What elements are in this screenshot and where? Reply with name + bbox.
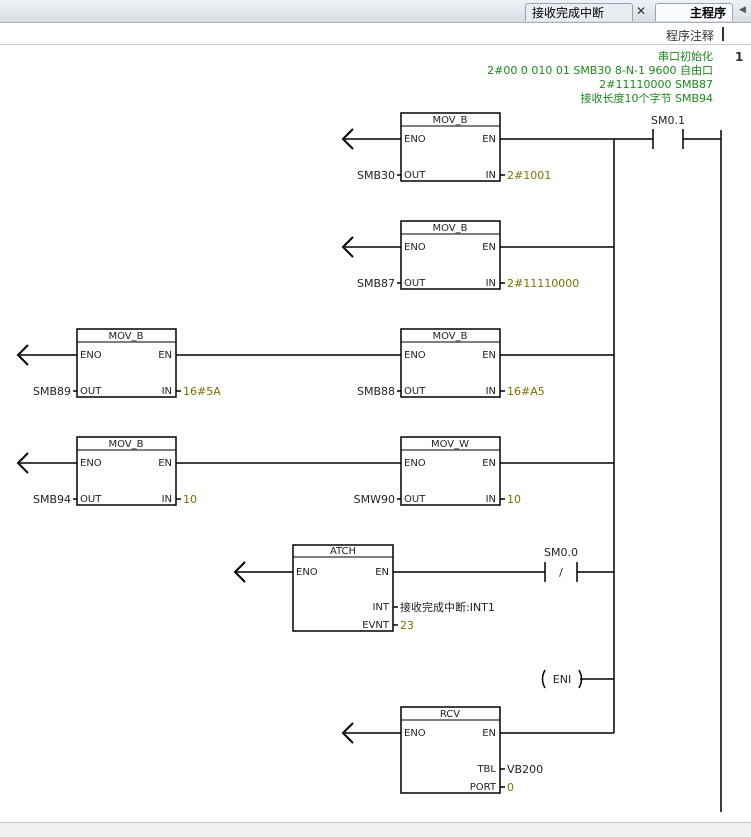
pin-eno: ENO xyxy=(404,350,426,361)
pin-eno: ENO xyxy=(80,350,102,361)
box-atch-int-operand[interactable]: 接收完成中断:INT1 xyxy=(400,600,495,614)
separator xyxy=(0,44,751,45)
eno-arrow-icon xyxy=(16,452,29,474)
box-atch-title: ATCH xyxy=(330,546,356,557)
editor-tab-bar: 接收完成中断 ✕ 主程序 ◀ xyxy=(0,0,751,23)
box-b1-in-operand[interactable]: 2#1001 xyxy=(507,169,551,182)
box-b2-title: MOV_B xyxy=(432,223,467,234)
contact-not-label: / xyxy=(559,566,563,579)
program-comment[interactable]: 程序注释 xyxy=(666,29,715,43)
pin-tbl: TBL xyxy=(476,764,496,775)
pin-out: OUT xyxy=(404,494,426,505)
pin-en: EN xyxy=(482,728,496,739)
close-icon[interactable]: ✕ xyxy=(636,4,647,18)
comment-divider xyxy=(722,27,724,41)
pin-en: EN xyxy=(158,350,172,361)
box-b3-out-operand[interactable]: SMB88 xyxy=(357,385,395,398)
pin-en: EN xyxy=(158,458,172,469)
eno-arrow-icon xyxy=(341,236,354,258)
comment-line: 2#00 0 010 01 SMB30 8-N-1 9600 自由口 xyxy=(487,64,713,77)
pin-out: OUT xyxy=(80,494,102,505)
box-b6 xyxy=(76,436,177,506)
network-number[interactable]: 1 xyxy=(735,50,744,64)
box-rcv-port-operand[interactable]: 0 xyxy=(507,781,514,794)
box-b4-out-operand[interactable]: SMB89 xyxy=(33,385,71,398)
pin-en: EN xyxy=(482,350,496,361)
pin-in: IN xyxy=(162,386,172,397)
pin-eno: ENO xyxy=(404,728,426,739)
box-b3-in-operand[interactable]: 16#A5 xyxy=(507,385,545,398)
coil-left xyxy=(541,669,546,689)
box-rcv-tbl-operand[interactable]: VB200 xyxy=(507,763,543,776)
box-b4-in-operand[interactable]: 16#5A xyxy=(183,385,221,398)
pin-en: EN xyxy=(482,458,496,469)
box-atch-evnt-operand[interactable]: 23 xyxy=(400,619,414,632)
coil-right xyxy=(578,669,583,689)
pin-in: IN xyxy=(486,170,496,181)
tab-main-program[interactable]: 主程序 xyxy=(655,3,733,21)
pin-in: IN xyxy=(486,386,496,397)
box-atch xyxy=(292,544,394,632)
pin-out: OUT xyxy=(404,170,426,181)
box-b5 xyxy=(400,436,501,506)
box-rcv xyxy=(400,706,501,794)
box-b4 xyxy=(76,328,177,398)
coil-eni-label[interactable]: ENI xyxy=(553,673,571,686)
pin-en: EN xyxy=(375,567,389,578)
box-b1-title: MOV_B xyxy=(432,115,467,126)
box-b2 xyxy=(400,220,501,290)
horizontal-scrollbar[interactable] xyxy=(0,822,751,837)
pin-eno: ENO xyxy=(404,458,426,469)
box-b3-title: MOV_B xyxy=(432,331,467,342)
pin-evnt: EVNT xyxy=(362,620,390,631)
pin-out: OUT xyxy=(404,386,426,397)
box-b5-in-operand[interactable]: 10 xyxy=(507,493,521,506)
pin-eno: ENO xyxy=(80,458,102,469)
tab-label: 接收完成中断 xyxy=(532,6,605,20)
box-b4-title: MOV_B xyxy=(108,331,143,342)
box-b5-out-operand[interactable]: SMW90 xyxy=(354,493,395,506)
tab-label: 主程序 xyxy=(689,6,726,20)
box-rcv-title: RCV xyxy=(440,709,460,720)
eno-arrow-icon xyxy=(16,344,29,366)
pin-in: IN xyxy=(486,278,496,289)
box-b1-out-operand[interactable]: SMB30 xyxy=(357,169,395,182)
pin-out: OUT xyxy=(80,386,102,397)
eno-arrow-icon xyxy=(233,561,246,583)
pin-out: OUT xyxy=(404,278,426,289)
box-b5-title: MOV_W xyxy=(431,439,469,450)
box-b6-out-operand[interactable]: SMB94 xyxy=(33,493,71,506)
pin-eno: ENO xyxy=(404,242,426,253)
eno-arrow-icon xyxy=(341,128,354,150)
pin-eno: ENO xyxy=(404,134,426,145)
pin-eno: ENO xyxy=(296,567,318,578)
pin-in: IN xyxy=(486,494,496,505)
pin-int: INT xyxy=(372,602,389,613)
eno-arrow-icon xyxy=(341,722,354,744)
contact-sm00-label[interactable]: SM0.0 xyxy=(544,546,578,559)
box-b3 xyxy=(400,328,501,398)
box-b1 xyxy=(400,112,501,182)
pin-en: EN xyxy=(482,134,496,145)
box-b2-in-operand[interactable]: 2#11110000 xyxy=(507,277,579,290)
pin-en: EN xyxy=(482,242,496,253)
box-b2-out-operand[interactable]: SMB87 xyxy=(357,277,395,290)
network-comment[interactable]: 串口初始化 2#00 0 010 01 SMB30 8-N-1 9600 自由口… xyxy=(487,50,713,106)
comment-line: 2#11110000 SMB87 xyxy=(599,78,713,91)
contact-sm01-label[interactable]: SM0.1 xyxy=(651,114,685,127)
pin-in: IN xyxy=(162,494,172,505)
box-b6-title: MOV_B xyxy=(108,439,143,450)
comment-line: 接收长度10个字节 SMB94 xyxy=(580,92,713,105)
pin-port: PORT xyxy=(470,782,497,793)
scroll-left-icon[interactable]: ◀ xyxy=(739,5,746,15)
comment-line: 串口初始化 xyxy=(658,50,713,63)
tab-receive-interrupt[interactable]: 接收完成中断 xyxy=(525,3,633,21)
box-b6-in-operand[interactable]: 10 xyxy=(183,493,197,506)
